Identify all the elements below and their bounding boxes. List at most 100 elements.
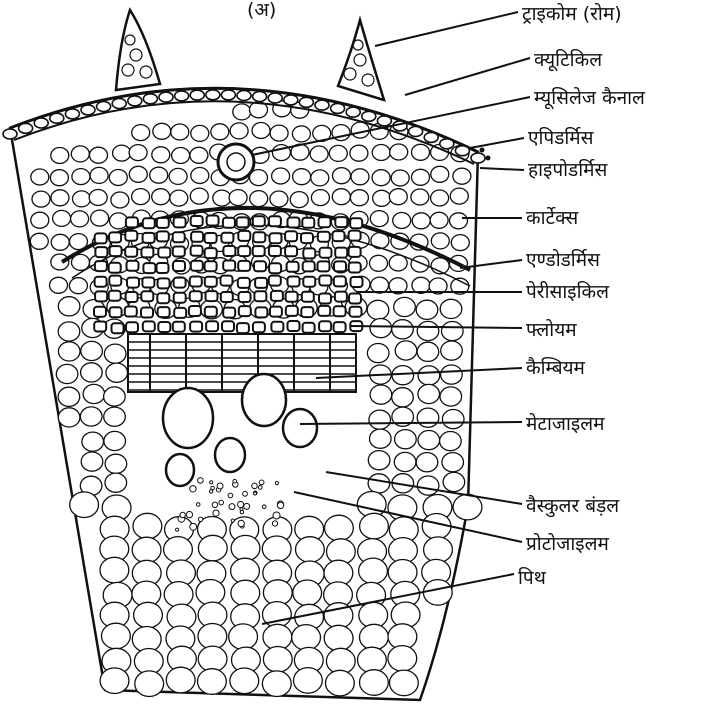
parenchyma-cell <box>190 147 208 163</box>
pericycle-cell <box>205 233 217 243</box>
parenchyma-cell <box>152 147 170 163</box>
parenchyma-cell <box>440 387 462 406</box>
pericycle-cell <box>143 233 155 243</box>
parenchyma-cell <box>105 454 127 473</box>
pericycle-cell <box>191 261 203 271</box>
pericycle-cell <box>303 323 315 333</box>
pericycle-cell <box>318 306 330 316</box>
epidermis-cell <box>97 102 111 112</box>
parenchyma-cell <box>373 190 391 206</box>
parenchyma-cell <box>104 407 126 426</box>
protoxylem-cell <box>254 492 257 495</box>
parenchyma-cell <box>440 299 462 318</box>
pericycle-cell <box>125 247 137 257</box>
label-protoxylem: प्रोटोजाइलम <box>526 532 609 555</box>
parenchyma-cell <box>350 145 368 161</box>
parenchyma-cell <box>290 192 308 208</box>
label-mucilage-canal: म्यूसिलेज कैनाल <box>534 86 646 110</box>
pericycle-cell <box>253 322 265 332</box>
protoxylem-cell <box>210 481 213 484</box>
parenchyma-cell <box>292 625 321 651</box>
label-metaxylem: मेटाजाइलम <box>526 412 605 435</box>
protoxylem-cell <box>233 479 237 483</box>
pericycle-cell <box>349 247 361 257</box>
panel-mark: (अ) <box>247 0 276 21</box>
protoxylem-cell <box>217 483 223 489</box>
epidermis-cell <box>253 92 267 102</box>
parenchyma-cell <box>441 341 463 360</box>
pericycle-cell <box>270 307 282 317</box>
pericycle-cell <box>127 278 139 288</box>
pericycle-cell <box>334 261 346 271</box>
pericycle-cell <box>302 218 314 228</box>
pericycle-cell <box>95 277 107 287</box>
parenchyma-cell <box>229 190 247 206</box>
parenchyma-cell <box>132 537 161 563</box>
parenchyma-cell <box>198 646 227 672</box>
epidermis-cell <box>440 139 454 149</box>
epidermis-cell <box>268 93 282 103</box>
parenchyma-cell <box>80 407 102 426</box>
pericycle-cell <box>191 232 203 242</box>
parenchyma-cell <box>100 557 129 583</box>
pericycle-cell <box>351 277 363 287</box>
parenchyma-cell <box>423 580 452 606</box>
parenchyma-cell <box>359 558 388 584</box>
parenchyma-cell <box>172 148 190 164</box>
parenchyma-cell <box>102 623 131 649</box>
pericycle-cell <box>95 233 107 243</box>
parenchyma-cell <box>73 191 91 207</box>
protoxylem-cell <box>273 512 280 519</box>
parenchyma-cell <box>311 190 329 206</box>
parenchyma-cell <box>262 536 291 562</box>
epidermis-cell <box>3 129 17 139</box>
pericycle-cell <box>174 278 186 288</box>
pericycle-cell <box>142 278 154 288</box>
parenchyma-cell <box>90 167 108 183</box>
parenchyma-cell <box>169 168 187 184</box>
pericycle-cell <box>303 261 315 271</box>
parenchyma-cell <box>390 144 408 160</box>
pericycle-cell <box>255 278 267 288</box>
pericycle-cell <box>125 307 137 317</box>
parenchyma-cell <box>263 647 292 673</box>
parenchyma-cell <box>442 322 464 341</box>
epidermis-cell <box>409 127 423 137</box>
pericycle-cell <box>141 247 153 257</box>
label-cortex: कार्टेक्स <box>526 206 579 229</box>
protoxylem-cell <box>212 502 217 507</box>
parenchyma-cell <box>83 384 105 403</box>
pericycle-cell <box>110 307 122 317</box>
parenchyma-cell <box>395 341 417 360</box>
trichome-right <box>338 20 384 100</box>
protoxylem-cell <box>243 491 248 496</box>
protoxylem-cell <box>229 504 235 510</box>
parenchyma-cell <box>416 453 438 472</box>
labels: ट्राइकोम (रोम) क्यूटिकिल म्यूसिलेज कैनाल… <box>518 2 646 589</box>
parenchyma-cell <box>367 300 389 319</box>
parenchyma-cell <box>56 364 78 383</box>
parenchyma-cell <box>392 388 414 407</box>
label-hypodermis: हाइपोडर्मिस <box>528 158 609 181</box>
parenchyma-cell <box>198 535 227 561</box>
epidermis-cell <box>346 107 360 117</box>
pericycle-cell <box>301 307 313 317</box>
parenchyma-cell <box>324 625 353 651</box>
parenchyma-cell <box>417 476 439 495</box>
parenchyma-cell <box>416 300 438 319</box>
label-cambium: कैम्बियम <box>526 356 586 379</box>
protoxylem-cell <box>277 502 283 508</box>
parenchyma-cell <box>58 342 80 361</box>
parenchyma-cell <box>231 535 260 561</box>
pericycle-cell <box>190 277 202 287</box>
pericycle-cell <box>319 294 331 304</box>
parenchyma-cell <box>230 123 248 139</box>
parenchyma-cell <box>104 344 126 363</box>
pericycle-cell <box>174 217 186 227</box>
protoxylem-cell <box>219 500 224 505</box>
parenchyma-cell <box>90 147 108 163</box>
parenchyma-cell <box>333 168 351 184</box>
phloem-cambium-band <box>128 334 356 392</box>
parenchyma-cell <box>198 669 227 695</box>
parenchyma-cell <box>89 190 107 206</box>
